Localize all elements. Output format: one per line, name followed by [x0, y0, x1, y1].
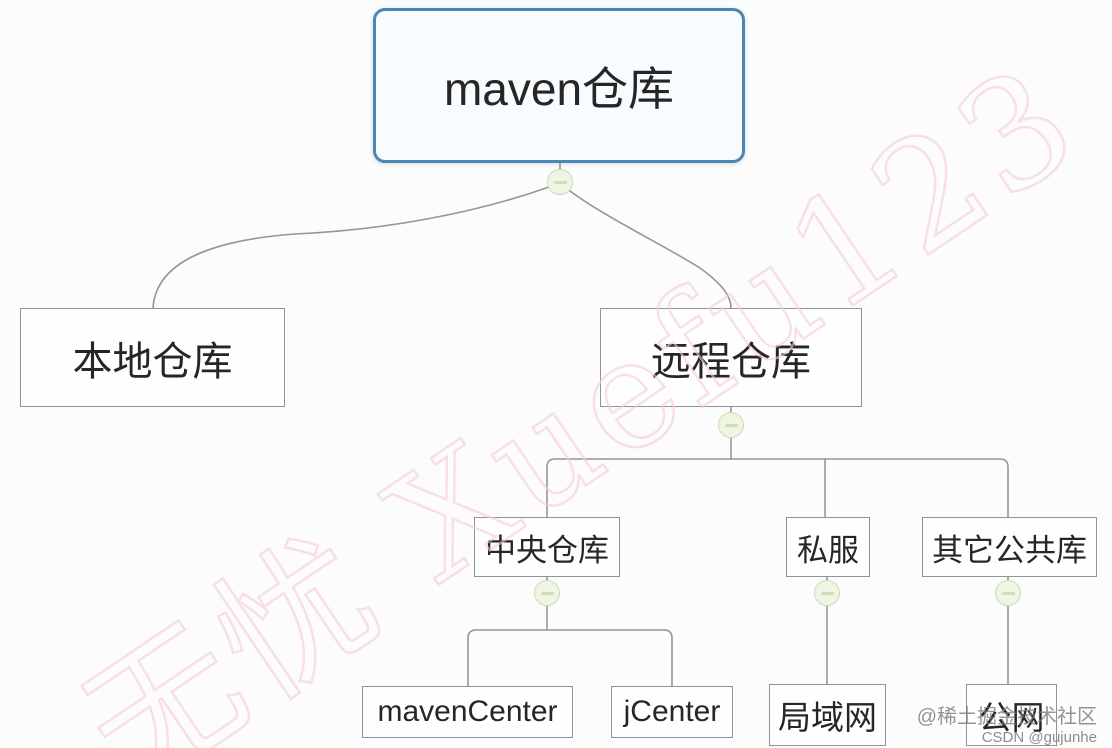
collapse-button-root[interactable]	[547, 169, 573, 195]
node-wan-label: 公网	[978, 699, 1045, 736]
connector	[546, 458, 1009, 518]
node-jcenter-label: jCenter	[623, 695, 721, 728]
collapse-button-private[interactable]	[814, 580, 840, 606]
node-wan[interactable]: 公网	[966, 684, 1057, 746]
node-jcenter[interactable]: jCenter	[611, 686, 733, 738]
node-central-repo-label: 中央仓库	[485, 532, 609, 568]
connector	[152, 186, 550, 309]
node-other-public-label: 其它公共库	[932, 532, 1087, 568]
node-lan[interactable]: 局域网	[769, 684, 886, 746]
minus-icon	[553, 180, 567, 184]
node-private-server-label: 私服	[797, 532, 859, 568]
minus-icon	[820, 591, 834, 595]
node-private-server[interactable]: 私服	[786, 517, 870, 577]
minus-icon	[1001, 591, 1015, 595]
node-maven-repo-label: maven仓库	[443, 62, 675, 115]
node-remote-repo[interactable]: 远程仓库	[600, 308, 862, 407]
minus-icon	[724, 423, 738, 427]
node-local-repo-label: 本地仓库	[72, 339, 233, 384]
node-local-repo[interactable]: 本地仓库	[20, 308, 285, 407]
node-lan-label: 局域网	[778, 699, 877, 736]
node-maven-center[interactable]: mavenCenter	[362, 686, 573, 738]
node-maven-repo[interactable]: maven仓库	[373, 8, 745, 163]
connector	[467, 629, 673, 687]
node-central-repo[interactable]: 中央仓库	[474, 517, 620, 577]
minus-icon	[540, 591, 554, 595]
node-other-public[interactable]: 其它公共库	[922, 517, 1097, 577]
collapse-button-remote[interactable]	[718, 412, 744, 438]
node-remote-repo-label: 远程仓库	[651, 339, 811, 384]
collapse-button-other[interactable]	[995, 580, 1021, 606]
collapse-button-central[interactable]	[534, 580, 560, 606]
connector	[569, 190, 732, 309]
node-maven-center-label: mavenCenter	[377, 695, 558, 728]
